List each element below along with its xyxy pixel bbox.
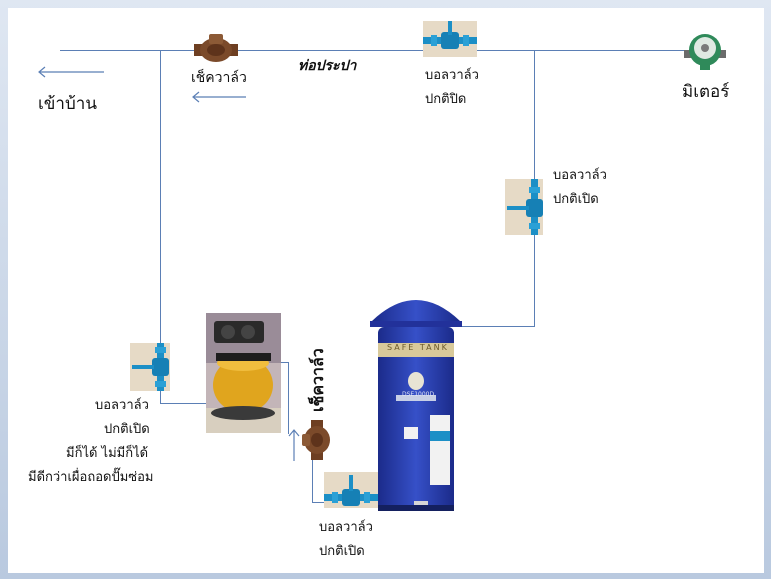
house-label: เข้าบ้าน [38, 94, 97, 114]
to-tank-top-pipe [440, 326, 535, 327]
diagram-canvas: เข้าบ้าน เช็ควาล์ว ท่อประปา มิเตอร์ บอลว… [8, 8, 764, 573]
caption-line: บอลวาล์ว [425, 68, 479, 83]
caption-line: มีก็ได้ ไม่มีก็ได้ [66, 446, 149, 461]
ball-valve-top-icon [423, 21, 477, 57]
arrow-left-icon [192, 91, 246, 103]
bypass-to-pump-pipe [160, 403, 212, 404]
caption-line: มีดีกว่าเผื่อถอดปั๊มซ่อม [28, 470, 154, 485]
check-valve-label: เช็ควาล์ว [191, 70, 247, 86]
tank-brand-label: SAFE TANK [387, 343, 449, 352]
pump-outlet-vertical-pipe [288, 362, 289, 434]
ball-valve-bottom-icon [324, 472, 378, 508]
tank-outlet-vertical-pipe [312, 454, 313, 502]
caption-line: บอลวาล์ว [95, 398, 149, 413]
water-pump-icon [206, 313, 281, 433]
ball-valve-right-icon [505, 179, 543, 235]
tank-model-label: DSE1000D [402, 391, 435, 398]
check-valve-vertical-icon [302, 420, 330, 460]
bypass-left-vertical-pipe [160, 50, 161, 403]
arrow-left-icon [38, 66, 104, 78]
caption-line: ปกติเปิด [319, 544, 365, 559]
arrow-up-icon [288, 429, 300, 461]
water-meter-icon [684, 34, 726, 70]
caption-line: บอลวาล์ว [319, 520, 373, 535]
ball-valve-left-icon [130, 343, 170, 391]
main-pipe-line [60, 50, 690, 51]
caption-line: ปกติปิด [425, 92, 467, 107]
check-valve-icon [194, 34, 238, 62]
caption-line: ปกติเปิด [104, 422, 150, 437]
meter-label: มิเตอร์ [682, 82, 730, 102]
water-tank [370, 300, 462, 511]
main-pipe-label: ท่อประปา [298, 58, 357, 74]
caption-line: ปกติเปิด [553, 192, 599, 207]
check-valve-vertical-label: เช็ควาล์ว [308, 348, 327, 412]
caption-line: บอลวาล์ว [553, 168, 607, 183]
